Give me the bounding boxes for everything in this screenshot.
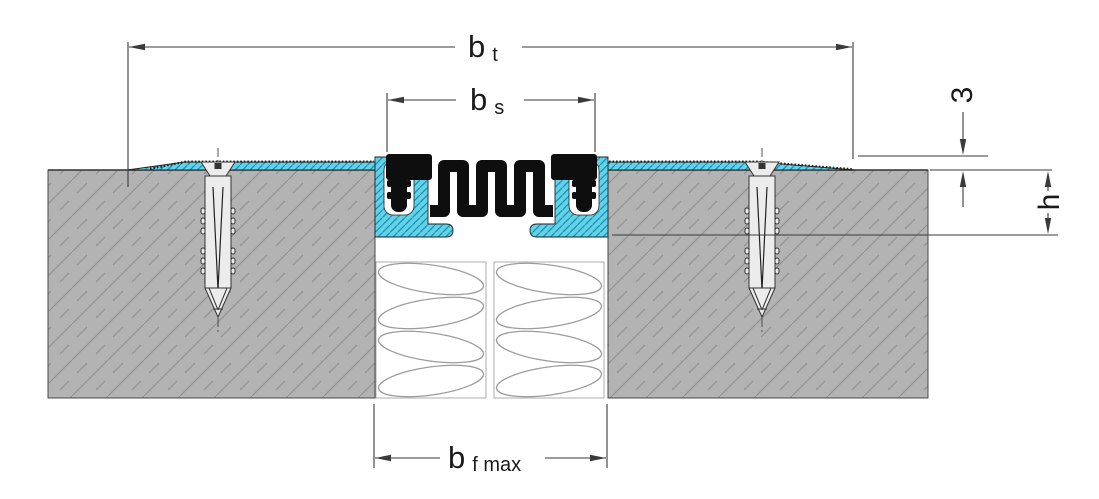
joint-filler-left [375,261,487,399]
elastomer-insert [386,154,597,217]
label-3: 3 [946,87,979,104]
insert-bellows [430,160,553,217]
insert-spur-left [391,168,407,212]
dimension-h: h [612,169,1066,236]
serration-left [149,160,374,170]
insert-spur-right [576,168,592,212]
joint-filler-right [493,261,605,399]
dimension-edge-3: 3 [858,87,988,207]
label-h: h [1033,194,1066,211]
